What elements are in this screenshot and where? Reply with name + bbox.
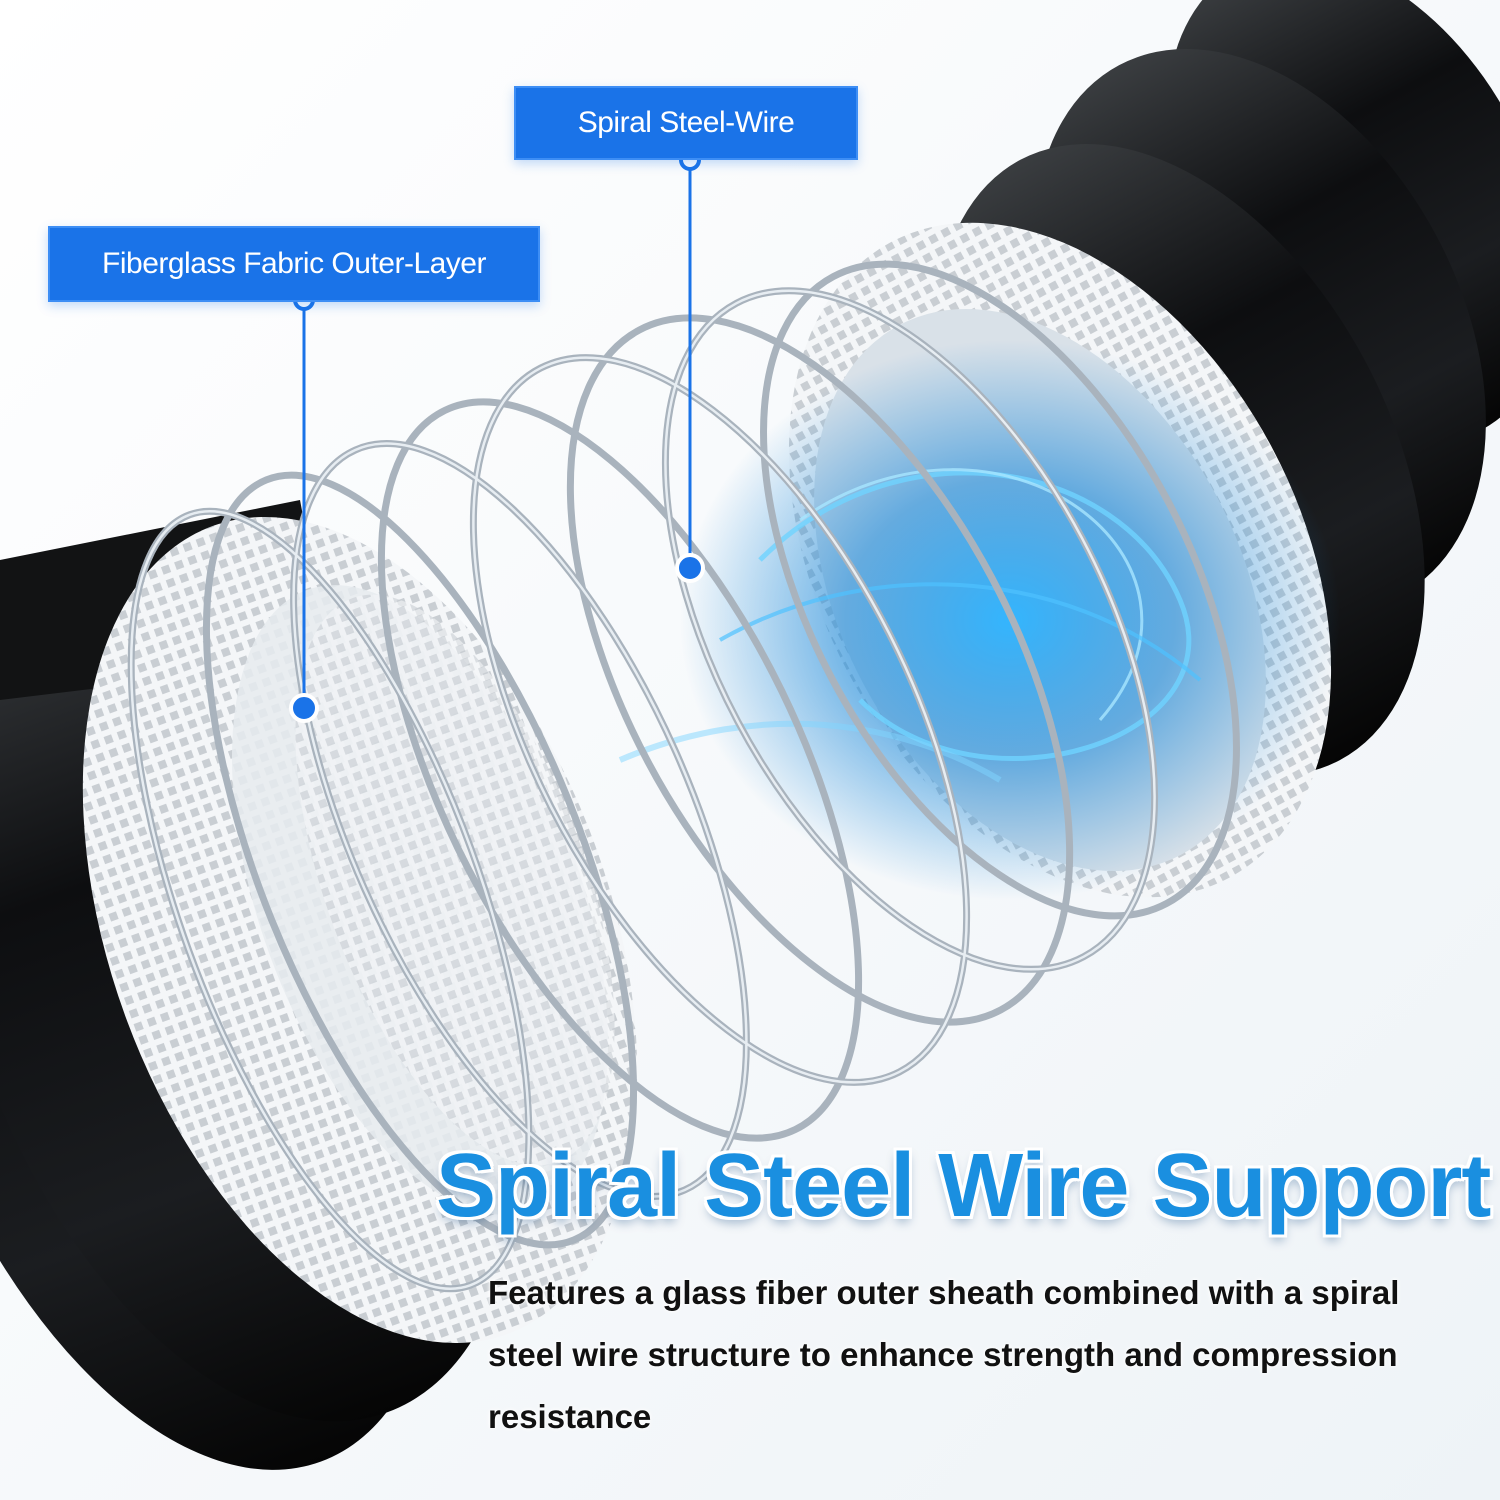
feature-description: Features a glass fiber outer sheath comb… — [488, 1274, 1400, 1435]
callout-fiberglass-layer-label: Fiberglass Fabric Outer-Layer — [102, 247, 486, 280]
callout-fiberglass-layer: Fiberglass Fabric Outer-Layer — [48, 226, 540, 302]
callout-spiral-steel-wire-label: Spiral Steel-Wire — [577, 106, 795, 139]
callout-spiral-steel-wire: Spiral Steel-Wire — [514, 86, 858, 160]
headline: Spiral Steel Wire Support — [436, 1136, 1491, 1236]
fiberglass-mesh-left — [82, 516, 638, 1344]
